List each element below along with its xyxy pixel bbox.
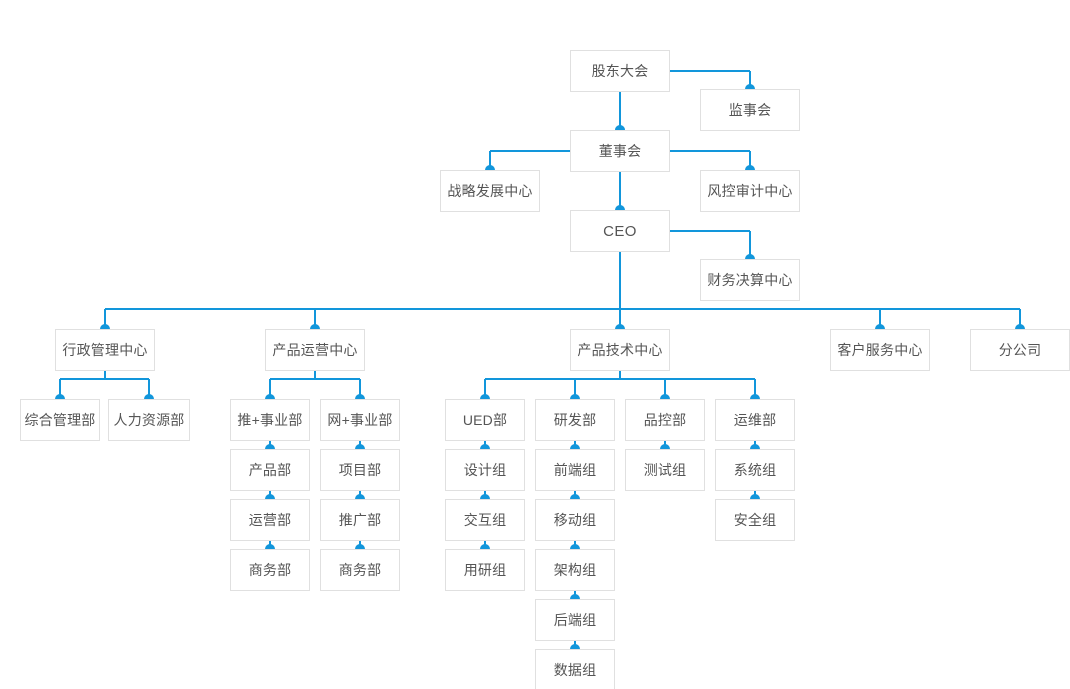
org-node-label: 项目部 bbox=[338, 462, 382, 478]
org-node-label: 移动组 bbox=[553, 512, 597, 528]
org-node[interactable]: 研发部 bbox=[535, 399, 615, 441]
org-node[interactable]: 测试组 bbox=[625, 449, 705, 491]
org-node[interactable]: 产品运营中心 bbox=[265, 329, 365, 371]
org-node-label: 品控部 bbox=[643, 412, 687, 428]
org-node-label: 财务决算中心 bbox=[707, 272, 793, 288]
org-node-label: 风控审计中心 bbox=[707, 183, 793, 199]
org-node[interactable]: 安全组 bbox=[715, 499, 795, 541]
org-node-label: 设计组 bbox=[463, 462, 507, 478]
org-node[interactable]: 后端组 bbox=[535, 599, 615, 641]
org-node[interactable]: 设计组 bbox=[445, 449, 525, 491]
org-node[interactable]: 网+事业部 bbox=[320, 399, 400, 441]
org-node-label: 监事会 bbox=[728, 102, 772, 118]
org-node[interactable]: 产品技术中心 bbox=[570, 329, 670, 371]
org-node[interactable]: 项目部 bbox=[320, 449, 400, 491]
org-node[interactable]: 人力资源部 bbox=[108, 399, 190, 441]
org-node[interactable]: 运维部 bbox=[715, 399, 795, 441]
org-node-label: 董事会 bbox=[598, 143, 642, 159]
org-node[interactable]: 财务决算中心 bbox=[700, 259, 800, 301]
org-node-label: 产品运营中心 bbox=[272, 342, 358, 358]
org-node[interactable]: 交互组 bbox=[445, 499, 525, 541]
org-node[interactable]: 前端组 bbox=[535, 449, 615, 491]
org-node-label: 股东大会 bbox=[591, 63, 649, 79]
org-node-label: 系统组 bbox=[733, 462, 777, 478]
org-node-label: 推广部 bbox=[338, 512, 382, 528]
org-node[interactable]: 商务部 bbox=[320, 549, 400, 591]
org-node-label: 数据组 bbox=[553, 662, 597, 678]
org-node-label: 安全组 bbox=[733, 512, 777, 528]
org-node[interactable]: 风控审计中心 bbox=[700, 170, 800, 212]
org-node-label: 商务部 bbox=[248, 562, 292, 578]
org-node-label: 运维部 bbox=[733, 412, 777, 428]
org-node[interactable]: 战略发展中心 bbox=[440, 170, 540, 212]
org-node[interactable]: 运营部 bbox=[230, 499, 310, 541]
org-node[interactable]: CEO bbox=[570, 210, 670, 252]
org-node[interactable]: 股东大会 bbox=[570, 50, 670, 92]
org-node-label: 产品技术中心 bbox=[577, 342, 663, 358]
org-node-label: 人力资源部 bbox=[113, 412, 185, 428]
org-node-label: 战略发展中心 bbox=[447, 183, 533, 199]
org-node[interactable]: 监事会 bbox=[700, 89, 800, 131]
org-node-label: 后端组 bbox=[553, 612, 597, 628]
org-node[interactable]: 品控部 bbox=[625, 399, 705, 441]
org-node-label: 产品部 bbox=[248, 462, 292, 478]
org-node[interactable]: 用研组 bbox=[445, 549, 525, 591]
org-node-label: 网+事业部 bbox=[327, 412, 393, 428]
org-node-label: 推+事业部 bbox=[237, 412, 303, 428]
org-node[interactable]: 行政管理中心 bbox=[55, 329, 155, 371]
org-node-label: 商务部 bbox=[338, 562, 382, 578]
org-node[interactable]: 移动组 bbox=[535, 499, 615, 541]
org-node[interactable]: 分公司 bbox=[970, 329, 1070, 371]
org-node[interactable]: 商务部 bbox=[230, 549, 310, 591]
org-node[interactable]: 推广部 bbox=[320, 499, 400, 541]
org-node-label: 综合管理部 bbox=[24, 412, 96, 428]
org-node-label: 测试组 bbox=[643, 462, 687, 478]
org-node[interactable]: 系统组 bbox=[715, 449, 795, 491]
org-node-label: UED部 bbox=[462, 412, 508, 428]
org-node-label: 运营部 bbox=[248, 512, 292, 528]
org-node[interactable]: 产品部 bbox=[230, 449, 310, 491]
org-node-label: 客户服务中心 bbox=[837, 342, 923, 358]
org-node[interactable]: UED部 bbox=[445, 399, 525, 441]
org-node-label: 前端组 bbox=[553, 462, 597, 478]
org-node[interactable]: 数据组 bbox=[535, 649, 615, 689]
org-node[interactable]: 推+事业部 bbox=[230, 399, 310, 441]
org-node[interactable]: 架构组 bbox=[535, 549, 615, 591]
org-node-label: 行政管理中心 bbox=[62, 342, 148, 358]
org-node[interactable]: 董事会 bbox=[570, 130, 670, 172]
org-node-label: 研发部 bbox=[553, 412, 597, 428]
org-node-label: 分公司 bbox=[998, 342, 1042, 358]
org-node-label: CEO bbox=[603, 222, 637, 240]
org-node-label: 用研组 bbox=[463, 562, 507, 578]
org-node[interactable]: 综合管理部 bbox=[20, 399, 100, 441]
org-node-label: 架构组 bbox=[553, 562, 597, 578]
org-node[interactable]: 客户服务中心 bbox=[830, 329, 930, 371]
org-node-label: 交互组 bbox=[463, 512, 507, 528]
